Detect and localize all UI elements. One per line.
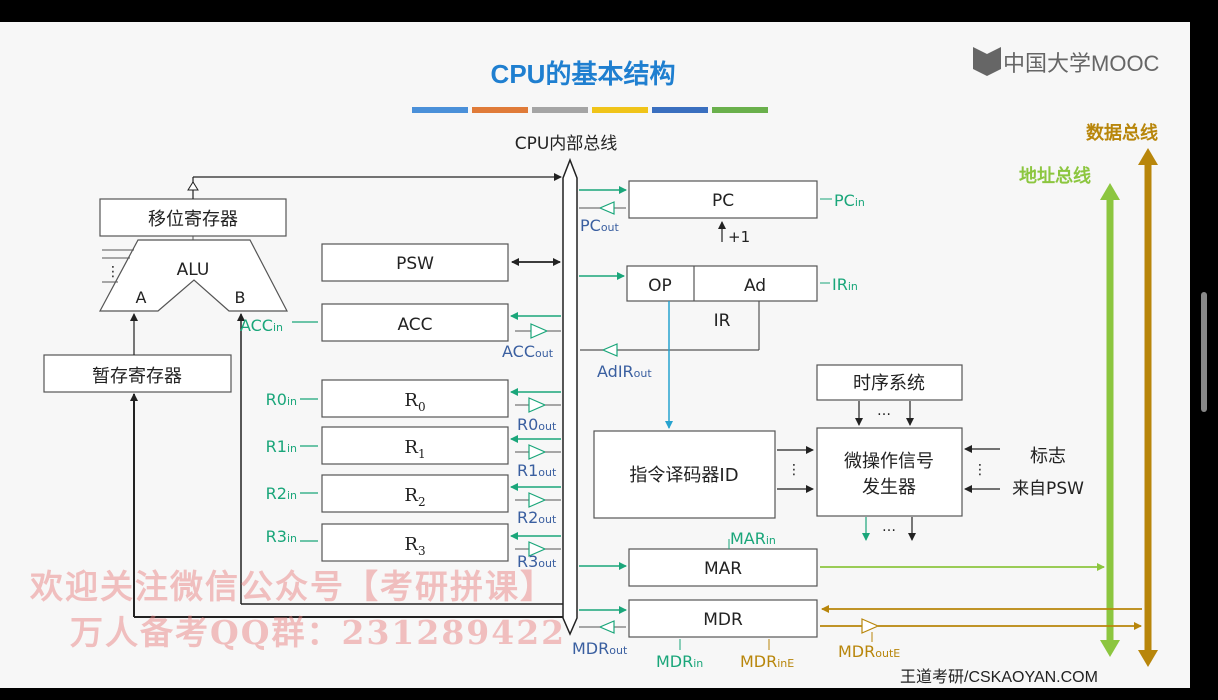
acc-out-gate-icon xyxy=(530,323,549,339)
alu-label: ALU xyxy=(177,260,210,280)
temp-register-box xyxy=(43,354,232,393)
shift-register-label: 移位寄存器 xyxy=(148,209,238,230)
mdr-in-e-signal: MDRinE xyxy=(740,652,794,671)
pc-out-gate-icon xyxy=(598,201,615,215)
instruction-decoder-label: 指令译码器ID xyxy=(629,465,738,486)
id-dots: ⋮ xyxy=(787,462,801,478)
pc-out-signal: PCout xyxy=(580,216,620,235)
r0-out-signal: R0out xyxy=(517,415,557,434)
mdr-out-signal: MDRout xyxy=(572,639,628,658)
mdr-label: MDR xyxy=(703,610,743,630)
mdr-in-signal: MDRin xyxy=(656,652,703,671)
r1-out-signal: R1out xyxy=(517,461,557,480)
mdr-out-gate-icon xyxy=(598,620,615,634)
adir-out-signal: AdIRout xyxy=(597,362,652,381)
alu-control-dots: ⋮ xyxy=(106,264,120,280)
watermark-line-2: 万人备考QQ群：231289422 xyxy=(70,613,567,652)
alu-shape xyxy=(98,239,288,312)
data-bus xyxy=(1138,148,1158,667)
address-bus-label: 地址总线 xyxy=(1019,165,1091,187)
svg-text:R2: R2 xyxy=(404,485,425,509)
title-color-bar xyxy=(412,107,768,113)
flag-dots: ⋮ xyxy=(973,462,987,478)
svg-text:R3: R3 xyxy=(404,534,425,558)
r1-register: R1 xyxy=(300,426,561,465)
r3-in-signal: R3in xyxy=(266,527,297,546)
acc-in-signal: ACCin xyxy=(240,316,283,335)
r3-out-signal: R3out xyxy=(517,552,557,571)
footer-brand: 王道考研/CSKAOYAN.COM xyxy=(900,669,1098,686)
r3-register: R3 xyxy=(300,523,561,562)
flags-label-2: 来自PSW xyxy=(1012,479,1084,499)
alu-input-a-label: A xyxy=(136,288,147,307)
scrollbar-thumb[interactable] xyxy=(1201,292,1207,412)
mdr-out-e-signal: MDRoutE xyxy=(838,642,900,661)
r2-out-signal: R2out xyxy=(517,508,557,527)
internal-bus-label: CPU内部总线 xyxy=(515,134,618,154)
cpu-internal-bus xyxy=(562,157,578,636)
r2-register: R2 xyxy=(300,474,561,513)
timing-system-label: 时序系统 xyxy=(853,373,925,394)
ir-box xyxy=(626,265,818,302)
alu-input-b-label: B xyxy=(235,288,246,307)
alu-control-lines xyxy=(102,249,134,283)
r0-in-signal: R0in xyxy=(266,390,297,409)
mar-box xyxy=(628,548,818,587)
pc-increment-label: +1 xyxy=(728,228,750,246)
address-bus xyxy=(1100,183,1120,657)
mar-label: MAR xyxy=(704,559,742,579)
mooc-brand-text: 中国大学MOOC xyxy=(1003,51,1160,76)
psw-label: PSW xyxy=(396,254,434,274)
microop-generator-box xyxy=(816,427,963,517)
timing-system-box xyxy=(816,364,963,401)
mar-in-signal: MARin xyxy=(730,529,776,548)
svg-text:R1: R1 xyxy=(404,437,425,461)
temp-register-label: 暂存寄存器 xyxy=(92,366,182,387)
r0-register: R0 xyxy=(300,379,561,418)
ir-op-label: OP xyxy=(648,276,672,296)
watermark-line-1: 欢迎关注微信公众号【考研拼课】 xyxy=(30,567,555,606)
microop-generator-label-2: 发生器 xyxy=(862,477,916,498)
microop-out-dots: … xyxy=(882,519,896,535)
timing-dots: … xyxy=(877,403,891,419)
mdr-box xyxy=(628,599,818,638)
pc-box xyxy=(628,180,818,219)
page-title: CPU的基本结构 xyxy=(491,59,676,89)
r1-in-signal: R1in xyxy=(266,437,297,456)
pc-label: PC xyxy=(712,191,734,211)
acc-box xyxy=(321,303,509,342)
shifter-up-arrowhead xyxy=(187,181,199,191)
ir-label: IR xyxy=(714,311,731,331)
instruction-decoder-box xyxy=(593,430,776,519)
data-bus-label: 数据总线 xyxy=(1086,122,1158,144)
ir-ad-label: Ad xyxy=(744,276,766,296)
r2-in-signal: R2in xyxy=(266,484,297,503)
mdr-out-e-gate-icon xyxy=(861,618,880,634)
pc-in-signal: PCin xyxy=(834,191,865,210)
acc-out-signal: ACCout xyxy=(502,342,554,361)
adir-out-gate-icon xyxy=(601,343,618,357)
mooc-logo-icon xyxy=(973,47,1001,76)
ir-in-signal: IRin xyxy=(832,275,858,294)
flags-label-1: 标志 xyxy=(1030,446,1066,467)
microop-generator-label-1: 微操作信号 xyxy=(844,451,934,472)
svg-text:R0: R0 xyxy=(404,390,425,414)
acc-label: ACC xyxy=(397,315,432,335)
psw-box xyxy=(321,243,509,282)
